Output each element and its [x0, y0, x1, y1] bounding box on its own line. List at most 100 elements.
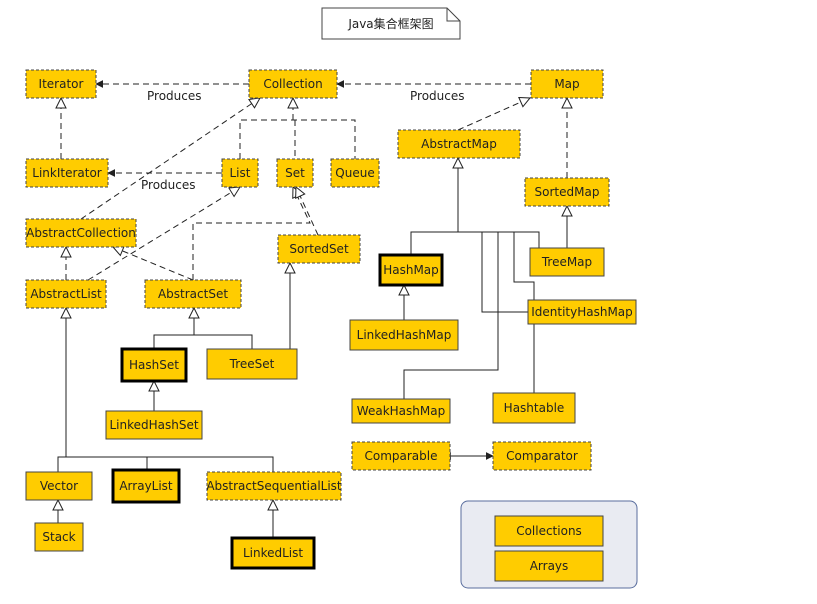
- node-identityhashmap: IdentityHashMap: [527, 299, 637, 325]
- node-queue-label: Queue: [335, 166, 374, 180]
- node-list: List: [221, 158, 259, 188]
- node-queue-box: [330, 158, 380, 188]
- title-note: Java集合框架图: [321, 7, 461, 40]
- node-collections-box: [494, 515, 604, 547]
- edge-11: [80, 98, 260, 220]
- node-comparator-box: [492, 441, 592, 471]
- title-note-fold: [446, 8, 460, 22]
- node-iterator-box: [25, 69, 97, 99]
- node-abstractmap: AbstractMap: [397, 129, 521, 159]
- node-abstractcollection-label: AbstractCollection: [26, 226, 136, 240]
- node-arrays: Arrays: [494, 550, 604, 582]
- node-comparable-label: Comparable: [364, 449, 437, 463]
- node-comparator-label: Comparator: [506, 449, 578, 463]
- edge-28: [57, 456, 274, 472]
- node-identityhashmap-label: IdentityHashMap: [531, 305, 633, 319]
- node-collections: Collections: [494, 515, 604, 547]
- node-hashset-box: [120, 347, 188, 383]
- node-treeset-label: TreeSet: [229, 357, 275, 371]
- node-map-label: Map: [554, 77, 579, 91]
- node-linkedhashset-box: [105, 410, 203, 440]
- edge-16: [113, 247, 194, 281]
- node-abstractset-label: AbstractSet: [158, 287, 228, 301]
- node-linkedhashset: LinkedHashSet: [105, 410, 203, 440]
- node-sortedset-label: SortedSet: [289, 242, 349, 256]
- node-arraylist-box: [111, 468, 181, 504]
- node-linkedhashmap-label: LinkedHashMap: [357, 328, 452, 342]
- node-linkedlist-box: [230, 536, 316, 570]
- edge-21: [410, 231, 540, 255]
- node-abstractsequentiallist-box: [206, 471, 342, 501]
- node-abstractsequentiallist: AbstractSequentialList: [206, 471, 342, 501]
- edge-label-produces-linkiterator: Produces: [141, 178, 196, 192]
- node-iterator: Iterator: [25, 69, 97, 99]
- edge-23: [481, 232, 528, 313]
- node-weakhashmap-box: [351, 398, 451, 424]
- node-treeset-box: [206, 348, 298, 380]
- node-linkedhashmap-box: [349, 319, 459, 351]
- node-weakhashmap: WeakHashMap: [351, 398, 451, 424]
- node-comparable: Comparable: [351, 441, 451, 471]
- title-note-shape: [321, 7, 461, 40]
- node-arrays-box: [494, 550, 604, 582]
- node-hashmap-box: [378, 253, 444, 287]
- node-sortedmap-label: SortedMap: [535, 185, 600, 199]
- node-linkedlist-label: LinkedList: [243, 546, 303, 560]
- node-stack-box: [34, 522, 84, 552]
- node-abstractlist: AbstractList: [25, 279, 107, 309]
- node-vector-box: [25, 471, 93, 501]
- node-sortedmap-box: [524, 177, 610, 207]
- edge-25: [513, 232, 535, 393]
- node-set-box: [276, 158, 314, 188]
- node-identityhashmap-box: [527, 299, 637, 325]
- edge-17: [153, 334, 253, 349]
- node-linkedhashset-label: LinkedHashSet: [109, 418, 198, 432]
- node-hashtable: Hashtable: [492, 392, 576, 424]
- node-collections-label: Collections: [516, 524, 582, 538]
- edge-label-produces-map: Produces: [410, 89, 465, 103]
- node-treeset: TreeSet: [206, 348, 298, 380]
- node-linkedlist: LinkedList: [230, 536, 316, 570]
- node-queue: Queue: [330, 158, 380, 188]
- node-comparator: Comparator: [492, 441, 592, 471]
- node-treemap: TreeMap: [529, 247, 605, 277]
- node-abstractmap-box: [397, 129, 521, 159]
- node-abstractlist-label: AbstractList: [30, 287, 102, 301]
- node-set: Set: [276, 158, 314, 188]
- node-abstractset-box: [144, 279, 242, 309]
- node-abstractsequentiallist-label: AbstractSequentialList: [206, 479, 342, 493]
- node-list-box: [221, 158, 259, 188]
- node-sortedmap: SortedMap: [524, 177, 610, 207]
- node-arraylist: ArrayList: [111, 468, 181, 504]
- node-treemap-box: [529, 247, 605, 277]
- node-collection-box: [248, 69, 338, 99]
- edge-24: [403, 232, 499, 399]
- node-linkiterator: LinkIterator: [25, 158, 109, 188]
- node-arrays-label: Arrays: [530, 559, 569, 573]
- node-linkiterator-label: LinkIterator: [32, 166, 102, 180]
- edge-8: [239, 119, 356, 159]
- node-stack-label: Stack: [42, 530, 75, 544]
- node-arraylist-label: ArrayList: [119, 479, 173, 493]
- node-hashmap: HashMap: [378, 253, 444, 287]
- node-abstractcollection: AbstractCollection: [25, 218, 137, 248]
- edge-14: [296, 187, 319, 236]
- node-hashmap-label: HashMap: [383, 263, 439, 277]
- edge-labels: Produces Produces Produces: [141, 89, 465, 192]
- node-abstractcollection-box: [25, 218, 137, 248]
- node-collection-label: Collection: [263, 77, 322, 91]
- page-title: Java集合框架图: [347, 16, 433, 31]
- node-abstractlist-box: [25, 279, 107, 309]
- node-treemap-label: TreeMap: [541, 255, 592, 269]
- node-hashtable-label: Hashtable: [504, 401, 565, 415]
- node-abstractmap-label: AbstractMap: [421, 137, 497, 151]
- node-hashset-label: HashSet: [129, 358, 179, 372]
- node-list-label: List: [230, 166, 251, 180]
- node-collection: Collection: [248, 69, 338, 99]
- edges: [57, 80, 567, 538]
- node-sortedset-box: [277, 234, 361, 264]
- node-vector: Vector: [25, 471, 93, 501]
- node-weakhashmap-label: WeakHashMap: [357, 404, 445, 418]
